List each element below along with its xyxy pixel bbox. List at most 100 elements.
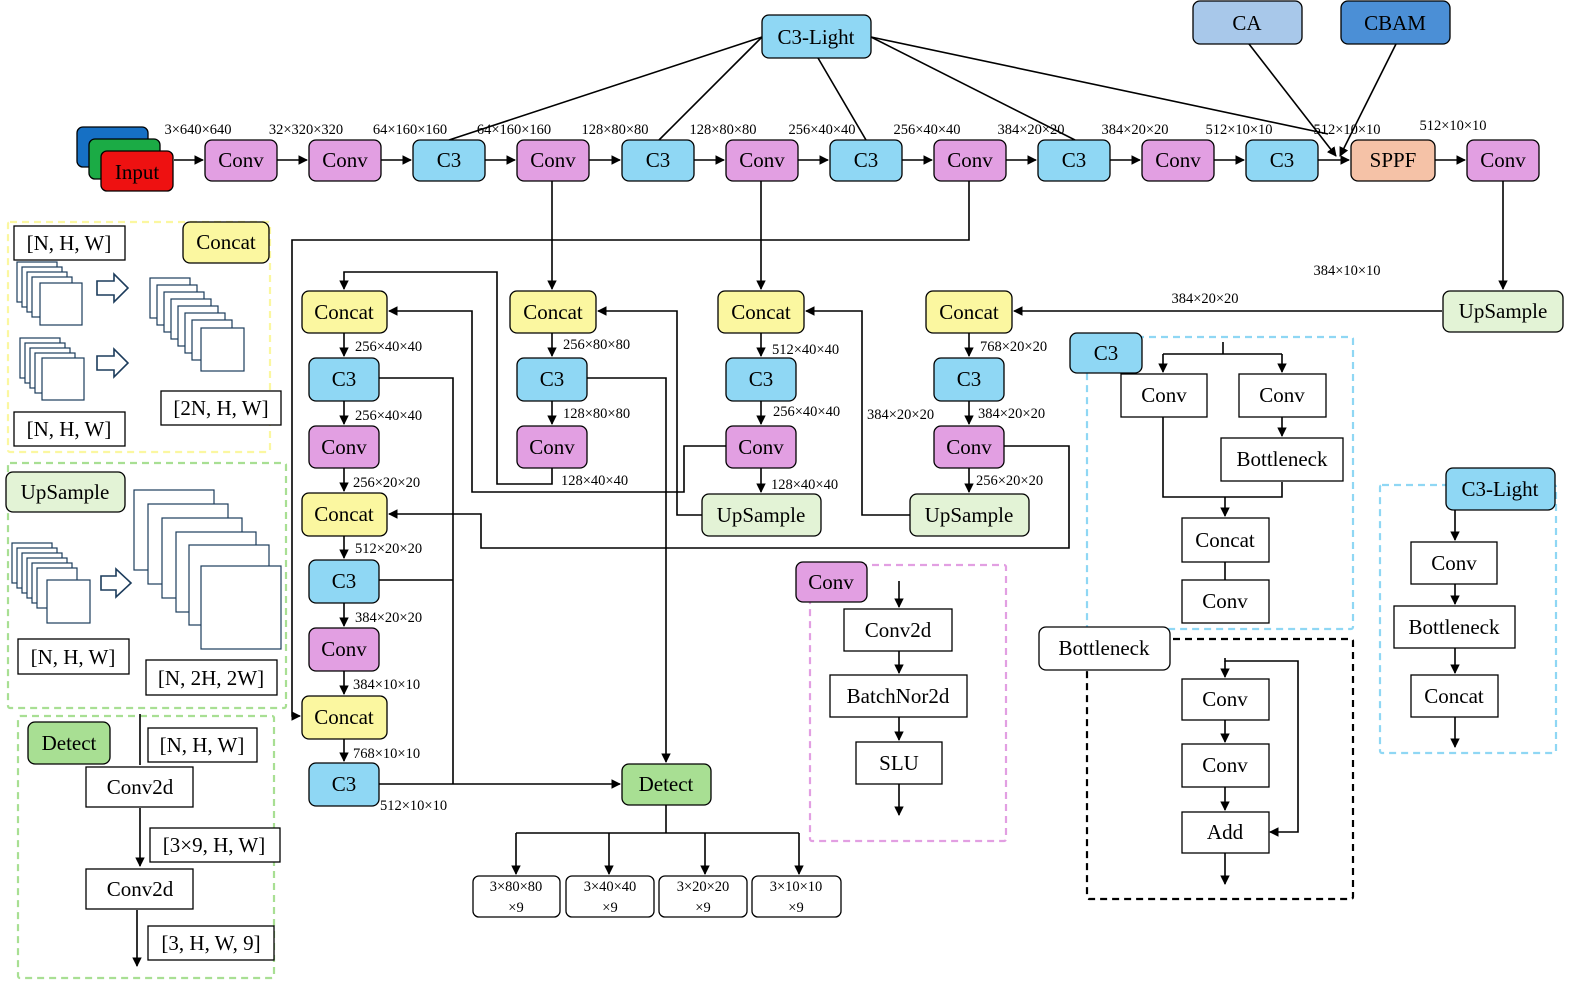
neck4-conv[interactable]: Conv <box>933 425 1005 469</box>
svg-text:Conv2d: Conv2d <box>107 877 174 901</box>
backbone-c3-1[interactable]: C3 <box>412 139 486 182</box>
svg-text:[N, H, W]: [N, H, W] <box>31 645 116 669</box>
neck1-concat-2[interactable]: Concat <box>301 492 388 537</box>
upsample-right-node[interactable]: UpSample <box>1442 290 1564 333</box>
dim-label: 384×20×20 <box>978 406 1045 422</box>
neck2-concat[interactable]: Concat <box>509 290 597 334</box>
svg-text:Concat: Concat <box>731 300 791 324</box>
concat-legend-panel <box>6 220 272 454</box>
output-20[interactable]: 3×20×20 ×9 <box>658 875 748 918</box>
c3-light-top-node[interactable]: C3-Light <box>761 14 872 59</box>
svg-text:UpSample: UpSample <box>21 480 110 504</box>
neck3-conv[interactable]: Conv <box>725 425 797 469</box>
svg-text:3×40×40: 3×40×40 <box>584 879 637 895</box>
output-80[interactable]: 3×80×80 ×9 <box>472 875 561 918</box>
backbone-conv-6[interactable]: Conv <box>1141 139 1215 182</box>
svg-text:C3: C3 <box>332 367 357 391</box>
svg-text:C3: C3 <box>854 148 879 172</box>
neck2-c3[interactable]: C3 <box>516 357 588 402</box>
svg-text:Bottleneck: Bottleneck <box>1237 447 1328 471</box>
backbone-c3-2[interactable]: C3 <box>621 139 695 182</box>
svg-text:C3: C3 <box>1062 148 1087 172</box>
svg-text:C3: C3 <box>437 148 462 172</box>
input-node[interactable]: Input <box>76 126 174 192</box>
svg-text:BatchNor2d: BatchNor2d <box>847 684 950 708</box>
backbone-c3-4[interactable]: C3 <box>1037 139 1111 182</box>
stack-icon <box>16 261 83 326</box>
svg-text:UpSample: UpSample <box>717 503 806 527</box>
output-10[interactable]: 3×10×10 ×9 <box>751 875 842 918</box>
backbone-conv-7[interactable]: Conv <box>1466 139 1540 182</box>
legend-c3-conv-c: Conv <box>1181 579 1270 624</box>
legend-bottleneck-add: Add <box>1181 811 1270 854</box>
neck1-c3-1[interactable]: C3 <box>308 357 380 402</box>
bottleneck-legend-panel <box>1085 637 1355 901</box>
neck3-concat[interactable]: Concat <box>717 290 805 334</box>
dim-label: 128×80×80 <box>581 122 648 138</box>
legend-c3-title: C3 <box>1069 332 1143 374</box>
dim-label: 256×40×40 <box>773 404 840 420</box>
neck1-c3-3[interactable]: C3 <box>308 762 380 807</box>
legend-concat-out: [2N, H, W] <box>160 390 282 426</box>
neck1-concat-3[interactable]: Concat <box>301 695 388 740</box>
svg-text:Conv: Conv <box>529 435 575 459</box>
dim-label: 384×20×20 <box>997 122 1064 138</box>
stack-icon <box>19 337 85 401</box>
svg-text:C3: C3 <box>540 367 565 391</box>
backbone-c3-3[interactable]: C3 <box>829 139 903 182</box>
neck3-upsample[interactable]: UpSample <box>701 493 822 537</box>
neck1-c3-2[interactable]: C3 <box>308 559 380 604</box>
legend-detect-title: Detect <box>27 721 111 765</box>
backbone-conv-2[interactable]: Conv <box>308 139 382 182</box>
neck2-conv[interactable]: Conv <box>516 425 588 469</box>
svg-text:[2N, H, W]: [2N, H, W] <box>173 396 268 420</box>
cbam-node[interactable]: CBAM <box>1340 0 1451 45</box>
svg-text:Conv: Conv <box>1480 148 1526 172</box>
neck1-concat-1[interactable]: Concat <box>301 290 388 334</box>
neck1-conv-1[interactable]: Conv <box>308 425 380 469</box>
legend-c3-conv-a: Conv <box>1120 373 1208 418</box>
legend-bottleneck-conv-b: Conv <box>1181 743 1270 788</box>
stack-icon <box>149 277 245 372</box>
sppf-node[interactable]: SPPF <box>1350 139 1436 182</box>
dim-label: 512×40×40 <box>772 342 839 358</box>
svg-text:UpSample: UpSample <box>925 503 1014 527</box>
neck4-upsample[interactable]: UpSample <box>909 493 1030 537</box>
svg-text:CBAM: CBAM <box>1364 11 1426 35</box>
detect-node[interactable]: Detect <box>621 763 712 806</box>
backbone-conv-4[interactable]: Conv <box>725 139 799 182</box>
nodes: Input C3-Light CA CBAM Conv Conv C3 <box>5 0 1564 961</box>
svg-text:[N, H, W]: [N, H, W] <box>27 417 112 441</box>
dim-label: 512×10×10 <box>1313 122 1380 138</box>
dim-label: 256×40×40 <box>893 122 960 138</box>
svg-text:Concat: Concat <box>523 300 583 324</box>
neck1-conv-2[interactable]: Conv <box>308 627 380 672</box>
svg-text:Conv2d: Conv2d <box>865 618 932 642</box>
ca-node[interactable]: CA <box>1192 0 1303 45</box>
svg-text:C3: C3 <box>332 569 357 593</box>
legend-upsample-title: UpSample <box>5 471 126 513</box>
dim-label: 128×40×40 <box>561 473 628 489</box>
neck3-c3[interactable]: C3 <box>725 357 797 402</box>
dim-label: 32×320×320 <box>269 122 343 138</box>
legend-detect-conv2d-1: Conv2d <box>85 766 194 808</box>
svg-text:C3: C3 <box>1270 148 1295 172</box>
dim-label: 768×10×10 <box>353 746 420 762</box>
backbone-conv-1[interactable]: Conv <box>204 139 278 182</box>
backbone-conv-5[interactable]: Conv <box>933 139 1007 182</box>
neck4-concat[interactable]: Concat <box>925 290 1013 334</box>
dim-label: 128×80×80 <box>563 406 630 422</box>
backbone-c3-5[interactable]: C3 <box>1245 139 1319 182</box>
legend-c3light-bottleneck: Bottleneck <box>1393 605 1516 649</box>
neck4-c3[interactable]: C3 <box>933 357 1005 402</box>
legend-c3-conv-b: Conv <box>1238 373 1327 418</box>
legend-bottleneck-conv-a: Conv <box>1181 678 1270 721</box>
detect-legend-panel <box>16 714 276 980</box>
backbone-conv-3[interactable]: Conv <box>516 139 590 182</box>
svg-text:Concat: Concat <box>314 300 374 324</box>
dim-label: 128×40×40 <box>771 477 838 493</box>
svg-text:Conv: Conv <box>947 148 993 172</box>
dim-label: 256×20×20 <box>976 473 1043 489</box>
output-40[interactable]: 3×40×40 ×9 <box>565 875 655 918</box>
svg-text:Concat: Concat <box>1424 684 1484 708</box>
